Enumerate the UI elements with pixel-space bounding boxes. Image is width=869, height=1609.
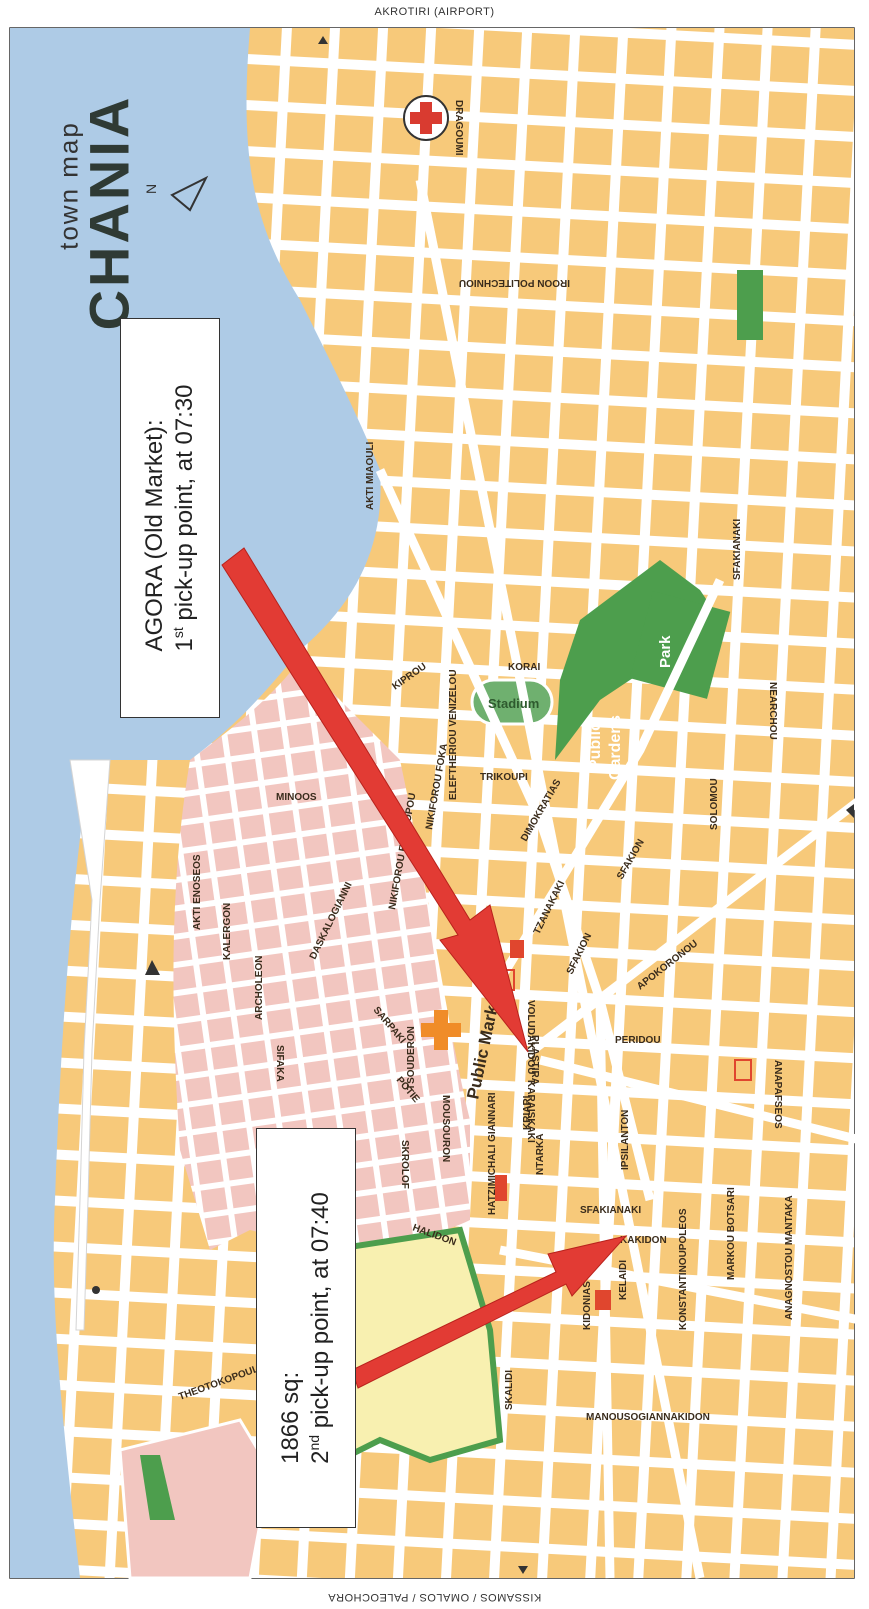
street-label: HATZIMICHALI GIANNARI [487,1092,498,1215]
compass-north-icon: N [143,175,209,212]
street-label: MOUSOURON [440,1095,451,1162]
public-gardens-label-2: Gardens [607,715,624,780]
street-label: KIDONIAS [582,1281,593,1330]
edge-label-top: AKROTIRI (AIRPORT) [374,6,495,18]
callout-1866-square: 1866 sq: 2nd pick-up point, at 07:40 [256,1128,356,1528]
street-label: SKALIDI [504,1370,515,1410]
hospital-icon [403,95,449,141]
street-label: MANOUSOGIANNAKIDON [586,1412,710,1423]
street-label: ARCHOLEON [254,956,265,1020]
street-label: SKROLOF [399,1140,410,1189]
street-label: SIFAKA [274,1045,285,1082]
map-title-large: CHANIA [77,94,141,331]
street-label: NEARCHOU [767,682,778,740]
info-icon [495,1175,507,1201]
street-label: MARKOU BOTSARI [726,1187,737,1280]
street-labels: AKTI ENOSEOS KALERGON ARCHOLEON DASKALOG… [177,100,795,1423]
sea [10,28,381,1578]
bus-icon [595,1290,611,1310]
pickup-arrows [221,547,628,1389]
street-label: IPSILANTON [620,1110,631,1170]
callout-1866-line1: 1866 sq: [277,1371,304,1464]
fortress [118,1418,272,1580]
street-label: MINOOS [276,792,317,803]
callout-1866-line2: 2nd pick-up point, at 07:40 [306,1192,334,1464]
map-title: town map CHANIA [34,70,144,340]
street-label: SOLOMOU [709,778,720,830]
street-label: KONSTANTINOUPOLEOS [678,1208,689,1330]
phone-icon [510,940,524,958]
street-label: VOLUDAKIDOU [525,1000,536,1074]
street-label: PERIDOU [615,1035,661,1046]
svg-text:N: N [143,184,159,194]
street-label: AKTI ENOSEOS [192,854,203,930]
street-label: SFAKIANAKI [580,1205,641,1216]
street-label: PLASTIRA [529,1035,540,1085]
street-label: SFAKIANAKI [732,519,743,580]
street-label: KALERGON [222,903,233,960]
church-cross-icon [421,1010,461,1050]
small-park [737,270,763,340]
callout-agora: AGORA (Old Market): 1st pick-up point, a… [120,318,220,718]
street-label: AKTI MIAOULI [365,441,376,510]
street-label: KORAI [508,662,540,673]
street-label: KARAISKAKI [525,1080,536,1143]
lighthouse-icon [92,1286,100,1294]
callout-agora-line1: AGORA (Old Market): [141,419,168,652]
street-label: KAKIDON [620,1235,667,1246]
street-label: KELAIDI [618,1260,629,1300]
street-label: NTARKA [535,1134,546,1175]
street-label: IROON POLITECHNIOU [459,277,570,288]
callout-agora-line2: 1st pick-up point, at 07:30 [170,384,198,652]
edge-label-bottom: KISSAMOS / OMALOS / PALEOCHORA [327,1591,542,1603]
street-label: ELEFTHERIOU VENIZELOU [448,669,459,800]
fortress-green-edge [140,1455,175,1520]
street-label: KRIARI [522,1095,533,1130]
arrow-to-agora [221,547,529,1053]
street-label: ANAGNOSTOU MANTAKA [784,1195,795,1320]
street-label: ANAPAFSEOS [772,1060,783,1129]
boat-icon [145,960,160,975]
street-label: DRAGOUMI [453,100,464,156]
arrow-to-1866-square [351,1235,628,1389]
public-gardens-label-1: Public [587,722,604,770]
street-label: TRIKOUPI [480,772,528,783]
edge-arrows [318,36,854,1574]
park-label: Park [657,635,674,668]
street-label: TSOUDERON [406,1026,417,1090]
stadium-label: Stadium [488,696,539,711]
breakwater [69,759,111,1331]
